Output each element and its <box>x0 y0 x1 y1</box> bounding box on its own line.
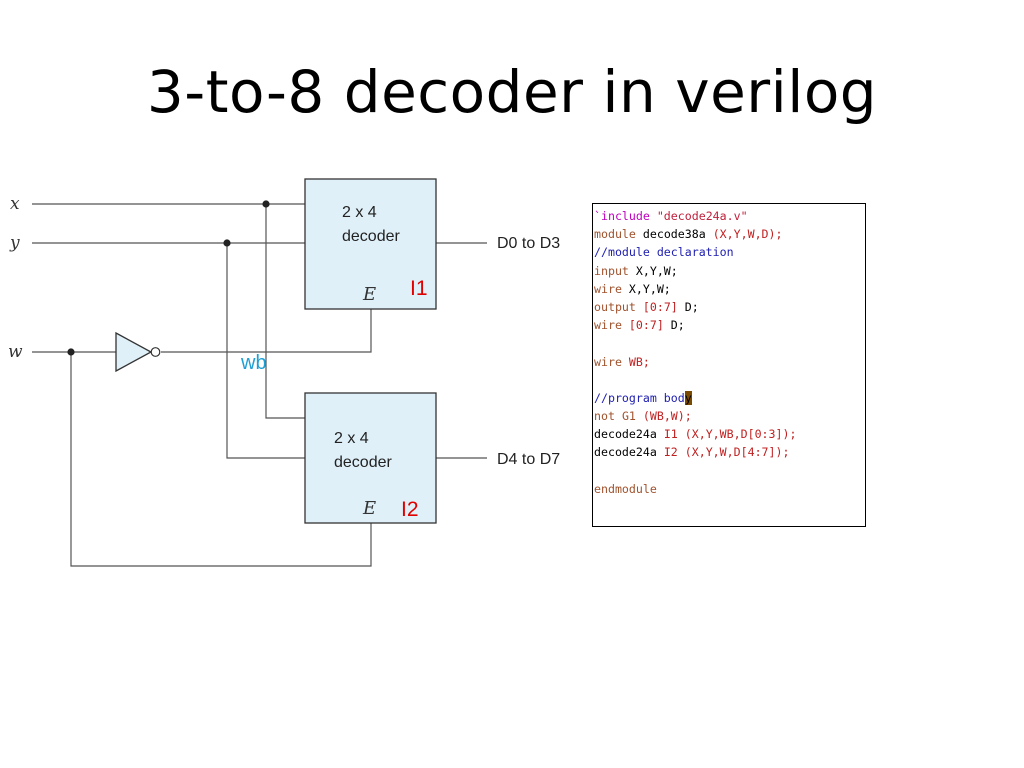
decoder-bottom-enable: E <box>362 498 376 519</box>
code-module-ports: (X,Y,W,D); <box>712 227 783 242</box>
junctions <box>67 200 270 356</box>
decoder-bottom-box <box>304 392 437 524</box>
junction-y <box>223 239 231 247</box>
slide-title: 3-to-8 decoder in verilog <box>146 58 878 126</box>
code-module-keyword: module <box>594 227 636 242</box>
code-line-13: decode24a I1 (X,Y,WB,D[0:3]); <box>593 425 865 443</box>
decoder-bottom-size: 2 x 4 <box>334 430 369 447</box>
wire-wb <box>161 309 372 353</box>
code-instance1-name: I1 <box>663 427 678 442</box>
code-line-8 <box>593 334 865 352</box>
code-gate-name: G1 <box>621 409 636 424</box>
wire-x-to-i2 <box>265 204 305 419</box>
code-line-5: wire X,Y,W; <box>593 280 865 298</box>
code-line-6: output [0:7] D; <box>593 298 865 316</box>
code-line-12: not G1 (WB,W); <box>593 407 865 425</box>
code-wire-wb-name: WB; <box>628 354 650 369</box>
not-gate <box>115 331 161 373</box>
code-wire-bus-keyword: wire <box>594 318 622 333</box>
code-output-name: D; <box>684 299 699 314</box>
code-include-file: "decode24a.v" <box>656 209 748 223</box>
code-line-2: module decode38a (X,Y,W,D); <box>593 225 865 243</box>
junction-w <box>67 348 75 356</box>
code-input-list: X,Y,W; <box>635 263 678 278</box>
code-line-9: wire WB; <box>593 353 865 371</box>
code-line-4: input X,Y,W; <box>593 262 865 280</box>
wires <box>32 203 487 567</box>
code-instance2-args: (X,Y,W,D[4:7]); <box>684 445 790 460</box>
code-output-range: [0:7] <box>642 299 678 314</box>
code-line-16: endmodule <box>593 480 865 498</box>
input-label-w: w <box>8 342 23 362</box>
wire-y-to-i2 <box>226 243 305 459</box>
code-line-3: //module declaration <box>593 243 865 261</box>
code-instance1-args: (X,Y,WB,D[0:3]); <box>684 427 797 442</box>
decoder-bottom-name: decoder <box>334 454 392 471</box>
code-wire-wb-keyword: wire <box>594 354 622 369</box>
code-line-1: `include "decode24a.v" <box>593 207 865 225</box>
code-wire-bus-range: [0:7] <box>628 318 664 333</box>
code-comment-declaration: //module declaration <box>594 245 734 260</box>
code-not-keyword: not <box>594 409 615 424</box>
code-comment-body: //program bod <box>594 390 685 405</box>
wire-w-to-i2 <box>70 352 372 567</box>
code-include-keyword: `include <box>594 209 650 223</box>
junction-x <box>262 200 270 208</box>
code-wire-keyword: wire <box>594 281 622 296</box>
input-label-y: y <box>9 233 20 253</box>
code-module-name: decode38a <box>642 227 706 242</box>
code-instance2-name: I2 <box>663 445 678 460</box>
code-not-args: (WB,W); <box>642 409 692 424</box>
decoder-bottom-instance: I2 <box>401 498 419 521</box>
decoder-top-size: 2 x 4 <box>342 204 377 221</box>
input-label-x: x <box>10 194 20 214</box>
not-gate-bubble <box>150 347 161 357</box>
decoder-top-box <box>304 178 437 310</box>
code-line-7: wire [0:7] D; <box>593 316 865 334</box>
decoder-top-name: decoder <box>342 228 400 245</box>
decoder-top-instance: I1 <box>410 277 428 300</box>
verilog-code-panel[interactable]: `include "decode24a.v" module decode38a … <box>592 203 866 527</box>
code-instance2-module: decode24a <box>594 445 657 460</box>
decoder-top-enable: E <box>362 284 376 305</box>
text-cursor: y <box>684 390 692 405</box>
code-wire-list: X,Y,W; <box>628 281 671 296</box>
code-line-11: //program body <box>593 389 865 407</box>
code-output-keyword: output <box>594 299 636 314</box>
wire-label-wb: wb <box>240 352 267 374</box>
code-input-keyword: input <box>594 263 629 278</box>
not-gate-triangle <box>115 331 153 373</box>
code-endmodule-keyword: endmodule <box>594 481 657 496</box>
decoder-bottom-output-label: D4 to D7 <box>497 451 560 468</box>
code-line-10 <box>593 371 865 389</box>
decoder-top-output-label: D0 to D3 <box>497 235 560 252</box>
code-wire-bus-name: D; <box>670 318 685 333</box>
code-instance1-module: decode24a <box>594 427 657 442</box>
code-line-14: decode24a I2 (X,Y,W,D[4:7]); <box>593 443 865 461</box>
code-line-15 <box>593 462 865 480</box>
